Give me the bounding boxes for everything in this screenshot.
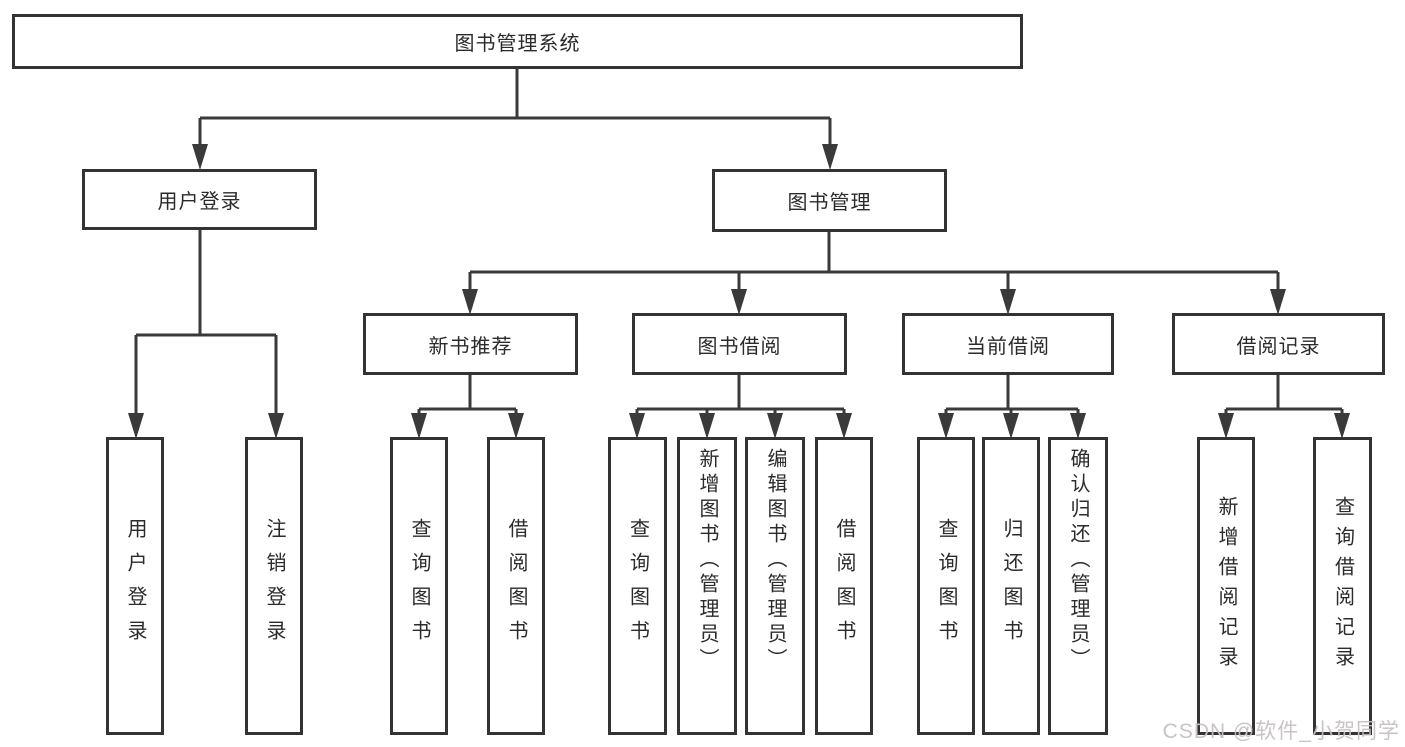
node-book-management-label: 图书管理 [787,192,872,214]
leaf-query-borrow-record-label: 查询借阅记录 [1331,496,1354,676]
node-current-borrowing-label: 当前借阅 [966,335,1050,358]
leaf-add-books-admin: 新增图书（管理员） [677,437,737,735]
leaf-query-borrow-record: 查询借阅记录 [1313,437,1372,735]
leaf-add-borrow-record: 新增借阅记录 [1197,437,1255,735]
leaf-borrow-books-1: 借阅图书 [487,437,545,735]
node-library-system-label: 图书管理系统 [454,33,581,55]
leaf-edit-books-admin-label: 编辑图书（管理员） [764,448,786,673]
leaf-borrow-books-2-label: 借阅图书 [833,518,855,654]
node-user-login-label: 用户登录 [157,191,242,213]
arrowheads [128,144,1350,439]
leaf-edit-books-admin: 编辑图书（管理员） [745,437,805,735]
leaf-return-books: 归还图书 [982,437,1040,735]
leaf-query-books-1: 查询图书 [390,437,448,735]
leaf-add-books-admin-label: 新增图书（管理员） [696,448,718,673]
node-book-borrowing: 图书借阅 [632,313,847,375]
leaf-borrow-books-1-label: 借阅图书 [505,518,527,654]
node-book-borrowing-label: 图书借阅 [697,335,782,358]
leaf-query-books-3: 查询图书 [917,437,975,735]
leaf-query-books-2-label: 查询图书 [626,518,649,654]
node-borrowing-records: 借阅记录 [1172,313,1385,375]
connector-stems [134,69,1344,417]
leaf-query-books-1-label: 查询图书 [408,518,430,654]
csdn-watermark: CSDN @软件_小贺同学 [1162,720,1400,743]
leaf-return-books-label: 归还图书 [1000,518,1022,654]
leaf-add-borrow-record-label: 新增借阅记录 [1215,496,1237,676]
leaf-query-books-2: 查询图书 [608,437,667,735]
leaf-confirm-return-admin: 确认归还（管理员） [1048,437,1108,735]
leaf-borrow-books-2: 借阅图书 [815,437,873,735]
leaf-logout: 注销登录 [245,437,303,735]
node-user-login: 用户登录 [82,169,317,230]
leaf-user-login-label: 用户登录 [124,518,146,654]
node-new-book-recommend-label: 新书推荐 [428,335,513,358]
leaf-query-books-3-label: 查询图书 [935,518,957,654]
node-new-book-recommend: 新书推荐 [363,313,578,375]
leaf-logout-label: 注销登录 [263,518,285,654]
leaf-user-login: 用户登录 [106,437,164,735]
node-library-system: 图书管理系统 [12,14,1023,69]
node-current-borrowing: 当前借阅 [902,313,1114,375]
leaf-confirm-return-admin-label: 确认归还（管理员） [1067,448,1089,673]
node-borrowing-records-label: 借阅记录 [1236,335,1321,358]
node-book-management: 图书管理 [712,169,947,232]
